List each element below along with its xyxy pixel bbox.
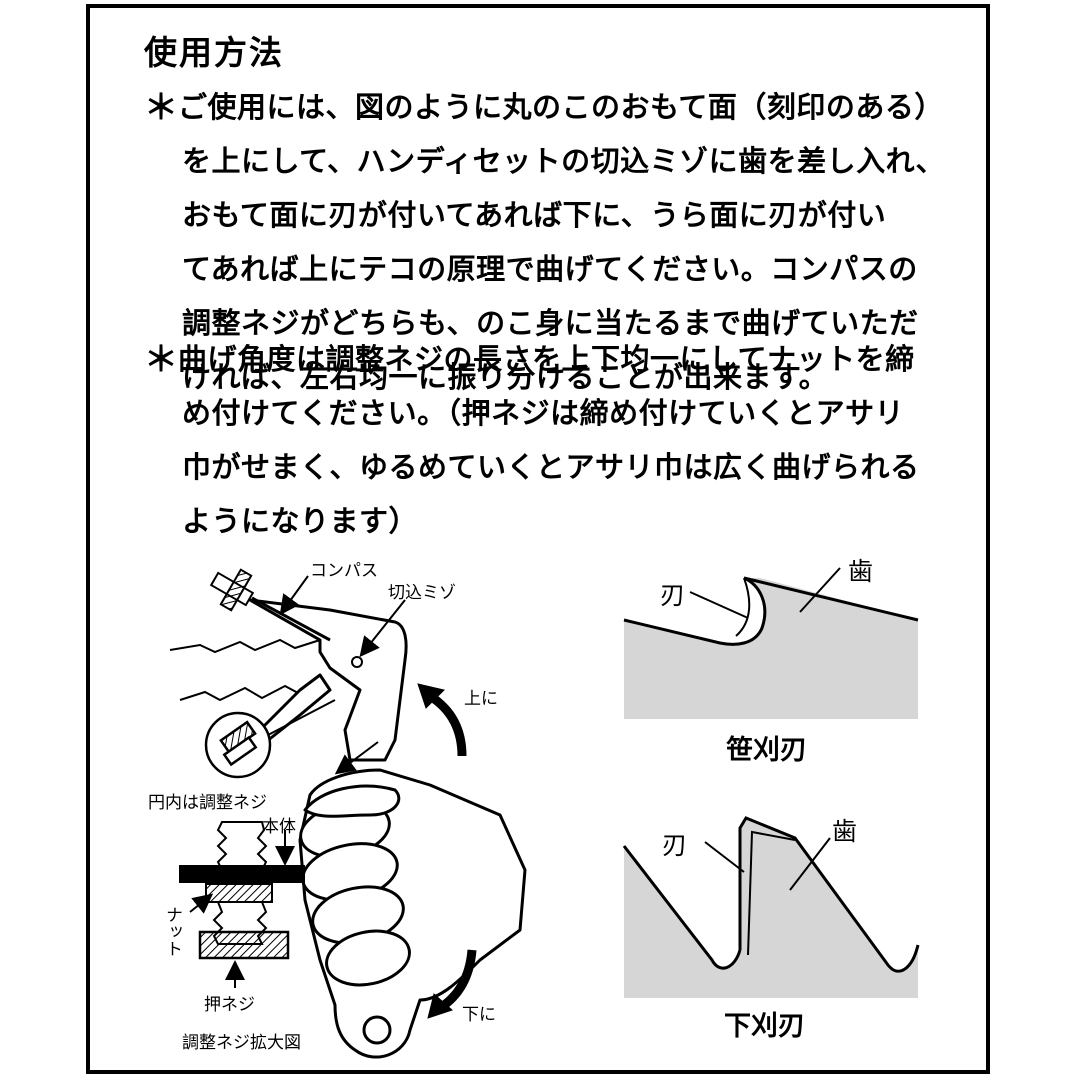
instruction-line: め付けてください。（押ネジは締め付けていくとアサリ [182,396,905,430]
bullet-asterisk: ＊ [144,88,178,128]
instruction-line: ようになります） [182,504,419,538]
blade-bottom-shitagari [622,816,920,998]
label-circle-note: 円内は調整ネジ [148,793,267,813]
label-notch: 切込ミゾ [388,583,456,603]
label-compass: コンパス [310,561,378,581]
page-title: 使用方法 [144,33,284,72]
instruction-1: ＊ ご使用には、図のように丸のこのおもて面（刻印のある） を上にして、ハンディセ… [144,80,954,404]
label-top-tooth: 歯 [848,557,874,586]
label-up: 上に [464,689,498,709]
caption-shitagari: 下刈刃 [724,1011,805,1042]
label-enlarged: 調整ネジ拡大図 [182,1033,301,1053]
rotate-arrows [417,683,477,1019]
instruction-line: 調整ネジがどちらも、のこ身に当たるまで曲げていただ [182,306,919,340]
instruction-line: を上にして、ハンディセットの切込ミゾに歯を差し入れ、 [182,144,945,178]
bullet-asterisk: ＊ [144,340,178,380]
leader-lines-left [189,575,406,988]
instruction-line: てあれば上にテコの原理で曲げてください。コンパスの [182,252,918,286]
label-down: 下に [462,1005,496,1025]
blade-top-sasagari [623,567,919,719]
instruction-line: 巾がせまく、ゆるめていくとアサリ巾は広く曲げられる [182,450,920,484]
label-nut: ナット [162,906,182,957]
label-body: 本体 [262,817,296,837]
label-bottom-blade: 刃 [662,831,688,860]
instruction-line: ければ、左右均一に振り分けることが出来ます。 [182,360,829,394]
label-push-screw: 押ネジ [204,995,255,1015]
notch-point [351,656,363,668]
instruction-line: おもて面に刃が付いてあれば下に、うら面に刃が付い [182,198,887,232]
label-top-blade: 刃 [660,581,686,610]
instruction-2: ＊ 曲げ角度は調整ネジの長さを上下均一にしてナットを締 め付けてください。（押ネ… [144,332,954,548]
enlarged-screw-stack [179,821,305,960]
compass-screw-top [209,568,331,642]
instruction-line: 曲げ角度は調整ネジの長さを上下均一にしてナットを締 [178,342,915,376]
label-bottom-tooth: 歯 [832,817,858,846]
caption-sasagari: 笹刈刃 [726,735,807,766]
instruction-line: ご使用には、図のように丸のこのおもて面（刻印のある） [178,90,944,124]
adjust-screw-circle [204,699,336,779]
